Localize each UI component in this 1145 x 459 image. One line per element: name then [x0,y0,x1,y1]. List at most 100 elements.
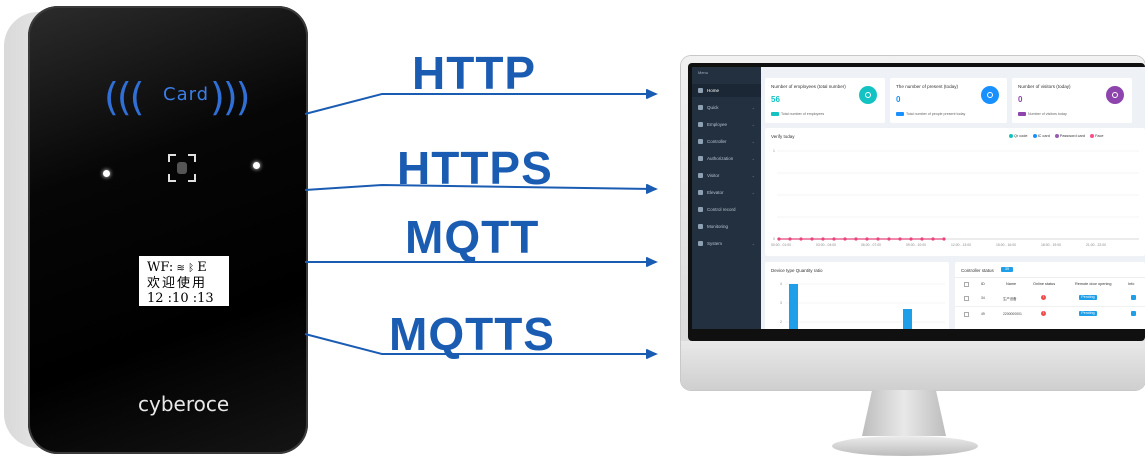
row-name: 2200000001 [1003,312,1022,316]
y-tick-label: 4 [780,282,782,286]
legend-item: Face [1095,134,1104,138]
column-header: ID [981,282,985,286]
column-header: Info [1128,282,1135,286]
sidebar-item-label: Employee [707,122,728,127]
monitor-stand [862,390,946,436]
brand-logo-text: cyberoce [138,392,230,416]
panel-title: Verify today [771,134,795,139]
stat-card-present[interactable]: The number of present (today) 0 Total nu… [890,78,1007,123]
home-icon [698,88,703,93]
offline-status-icon: ! [1041,295,1046,300]
sidebar-item-controller[interactable]: Controller ⌄ [692,135,761,148]
protocol-mqtt-label: MQTT [405,211,540,263]
protocol-https-label: HTTPS [397,142,553,194]
sidebar-item-authorization[interactable]: Authorization ⌄ [692,152,761,165]
y-tick-label: 0 [773,237,775,241]
nfc-wave-right-icon: ))) [210,75,251,119]
bar [903,309,912,329]
table-row[interactable]: 49 2200000001 ! Pending [955,306,1145,322]
row-checkbox[interactable] [964,312,969,317]
column-header: Name [1006,282,1017,286]
remote-open-button[interactable]: Pending [1079,295,1097,300]
x-tick-label: 06:00 - 07:00 [861,243,881,247]
fingerprint-sensor-icon [168,154,196,182]
sidebar: Menu Home Quick⌄ Employee⌄ Controller⌄ A… [692,67,761,329]
chevron-down-icon: ⌄ [751,156,755,161]
chevron-down-icon: ⌄ [751,105,755,110]
chevron-down-icon: ⌄ [751,173,755,178]
chart-legend: Qr code IC card Password card Face [1005,134,1104,138]
bar [789,284,798,329]
sidebar-item-label: System [707,241,723,246]
controller-count-badge: 39 [1001,267,1013,272]
lcd-clock: 12 :10 :13 [147,291,214,306]
status-led-right [253,162,260,169]
stat-card-visitors[interactable]: Number of visitors (today) 0 Number of v… [1012,78,1132,123]
legend-item: Password card [1059,134,1086,138]
card-label: Card [163,84,210,105]
y-tick-label: 2 [780,320,782,324]
select-all-checkbox[interactable] [964,282,969,287]
monitor-icon [698,224,703,229]
stat-value: 0 [896,95,901,104]
sidebar-item-visitor[interactable]: Visitor⌄ [692,169,761,182]
divider [955,277,1145,278]
status-led-left [103,170,110,177]
sidebar-item-quick[interactable]: Quick⌄ [692,101,761,114]
chevron-down-icon: ⌄ [751,190,755,195]
table-row[interactable]: 34 生产设备 ! Pending [955,291,1145,306]
sidebar-item-label: Elevator [707,190,724,195]
access-control-reader: ((( Card ))) WF: ≋ ᛒ E 欢迎使用 12 :10 :13 c… [0,0,315,459]
stat-title: Number of visitors (today) [1018,84,1071,89]
x-tick-label: 15:00 - 16:00 [996,243,1016,247]
sidebar-item-control-record[interactable]: Control record [692,203,761,216]
x-tick-label: 00:00 - 01:00 [771,243,791,247]
column-header: Remote door opening [1075,282,1112,286]
sidebar-item-label: Monitoring [707,224,729,229]
stat-subtitle: Total number of people present today [896,112,965,117]
lcd-status-letter: E [197,260,207,275]
sidebar-item-elevator[interactable]: Elevator ⌄ [692,186,761,199]
protocol-mqtts-label: MQTTS [389,308,555,360]
row-checkbox[interactable] [964,296,969,301]
gear-icon [698,241,703,246]
sidebar-item-label: Controller [707,139,727,144]
elevator-icon [698,190,703,195]
calendar-icon [981,86,999,104]
stat-title: Number of employees (total number) [771,84,846,89]
sidebar-item-label: Control record [707,207,736,212]
panel-title: Controller status [961,268,994,273]
lcd-display: WF: ≋ ᛒ E 欢迎使用 12 :10 :13 [139,256,229,306]
controller-icon [698,139,703,144]
wifi-icon: ≋ [173,263,189,274]
dashboard-screen: Menu Home Quick⌄ Employee⌄ Controller⌄ A… [692,67,1145,329]
monitor-base [832,436,978,456]
verify-line-chart [777,150,1139,241]
send-icon [698,105,703,110]
sidebar-item-home[interactable]: Home [692,84,761,97]
visitor-icon [1106,86,1124,104]
chevron-down-icon: ⌄ [751,241,755,246]
sidebar-item-employee[interactable]: Employee⌄ [692,118,761,131]
stat-card-employees[interactable]: Number of employees (total number) 56 To… [765,78,885,123]
stat-title: The number of present (today) [896,84,959,89]
mqtts-arrow [304,333,657,359]
x-tick-label: 18:00 - 19:00 [1041,243,1061,247]
sidebar-item-monitoring[interactable]: Monitoring [692,220,761,233]
device-type-panel: Device type Quantity ratio 4 3 2 [765,262,949,329]
stat-subtitle: Total number of employees [771,112,824,117]
x-tick-label: 12:00 - 13:00 [951,243,971,247]
chevron-down-icon: ⌄ [751,139,755,144]
info-button[interactable] [1131,295,1136,300]
info-button[interactable] [1131,311,1136,316]
bluetooth-icon: ᛒ [188,263,198,274]
y-tick-label: 1 [773,149,775,153]
stat-subtitle: Number of visitors today [1018,112,1067,117]
stat-value: 0 [1018,95,1023,104]
sidebar-item-system[interactable]: System ⌄ [692,237,761,250]
remote-open-button[interactable]: Pending [1079,311,1097,316]
lcd-wifi-label: WF: [147,260,174,275]
sidebar-item-label: Authorization [707,156,734,161]
user-icon [859,86,877,104]
